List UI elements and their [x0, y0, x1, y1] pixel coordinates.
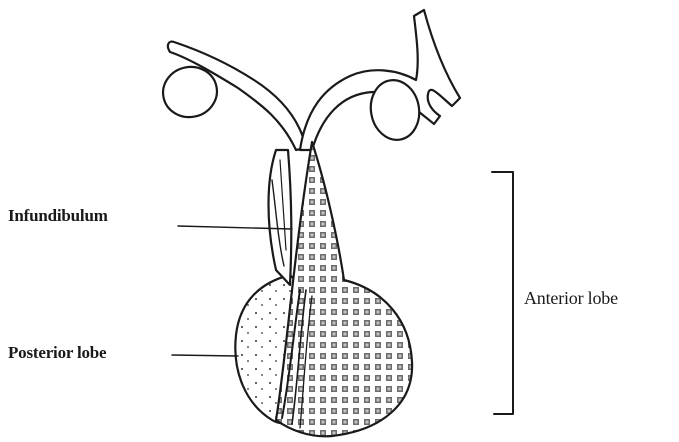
- infundibulum-stalk: [269, 150, 292, 285]
- posterior-lobe-leader-line: [172, 355, 238, 356]
- infundibulum-label: Infundibulum: [8, 206, 108, 226]
- anterior-lobe-bracket: [492, 172, 513, 414]
- anterior-lobe-label: Anterior lobe: [524, 288, 618, 309]
- posterior-lobe-label: Posterior lobe: [8, 343, 106, 363]
